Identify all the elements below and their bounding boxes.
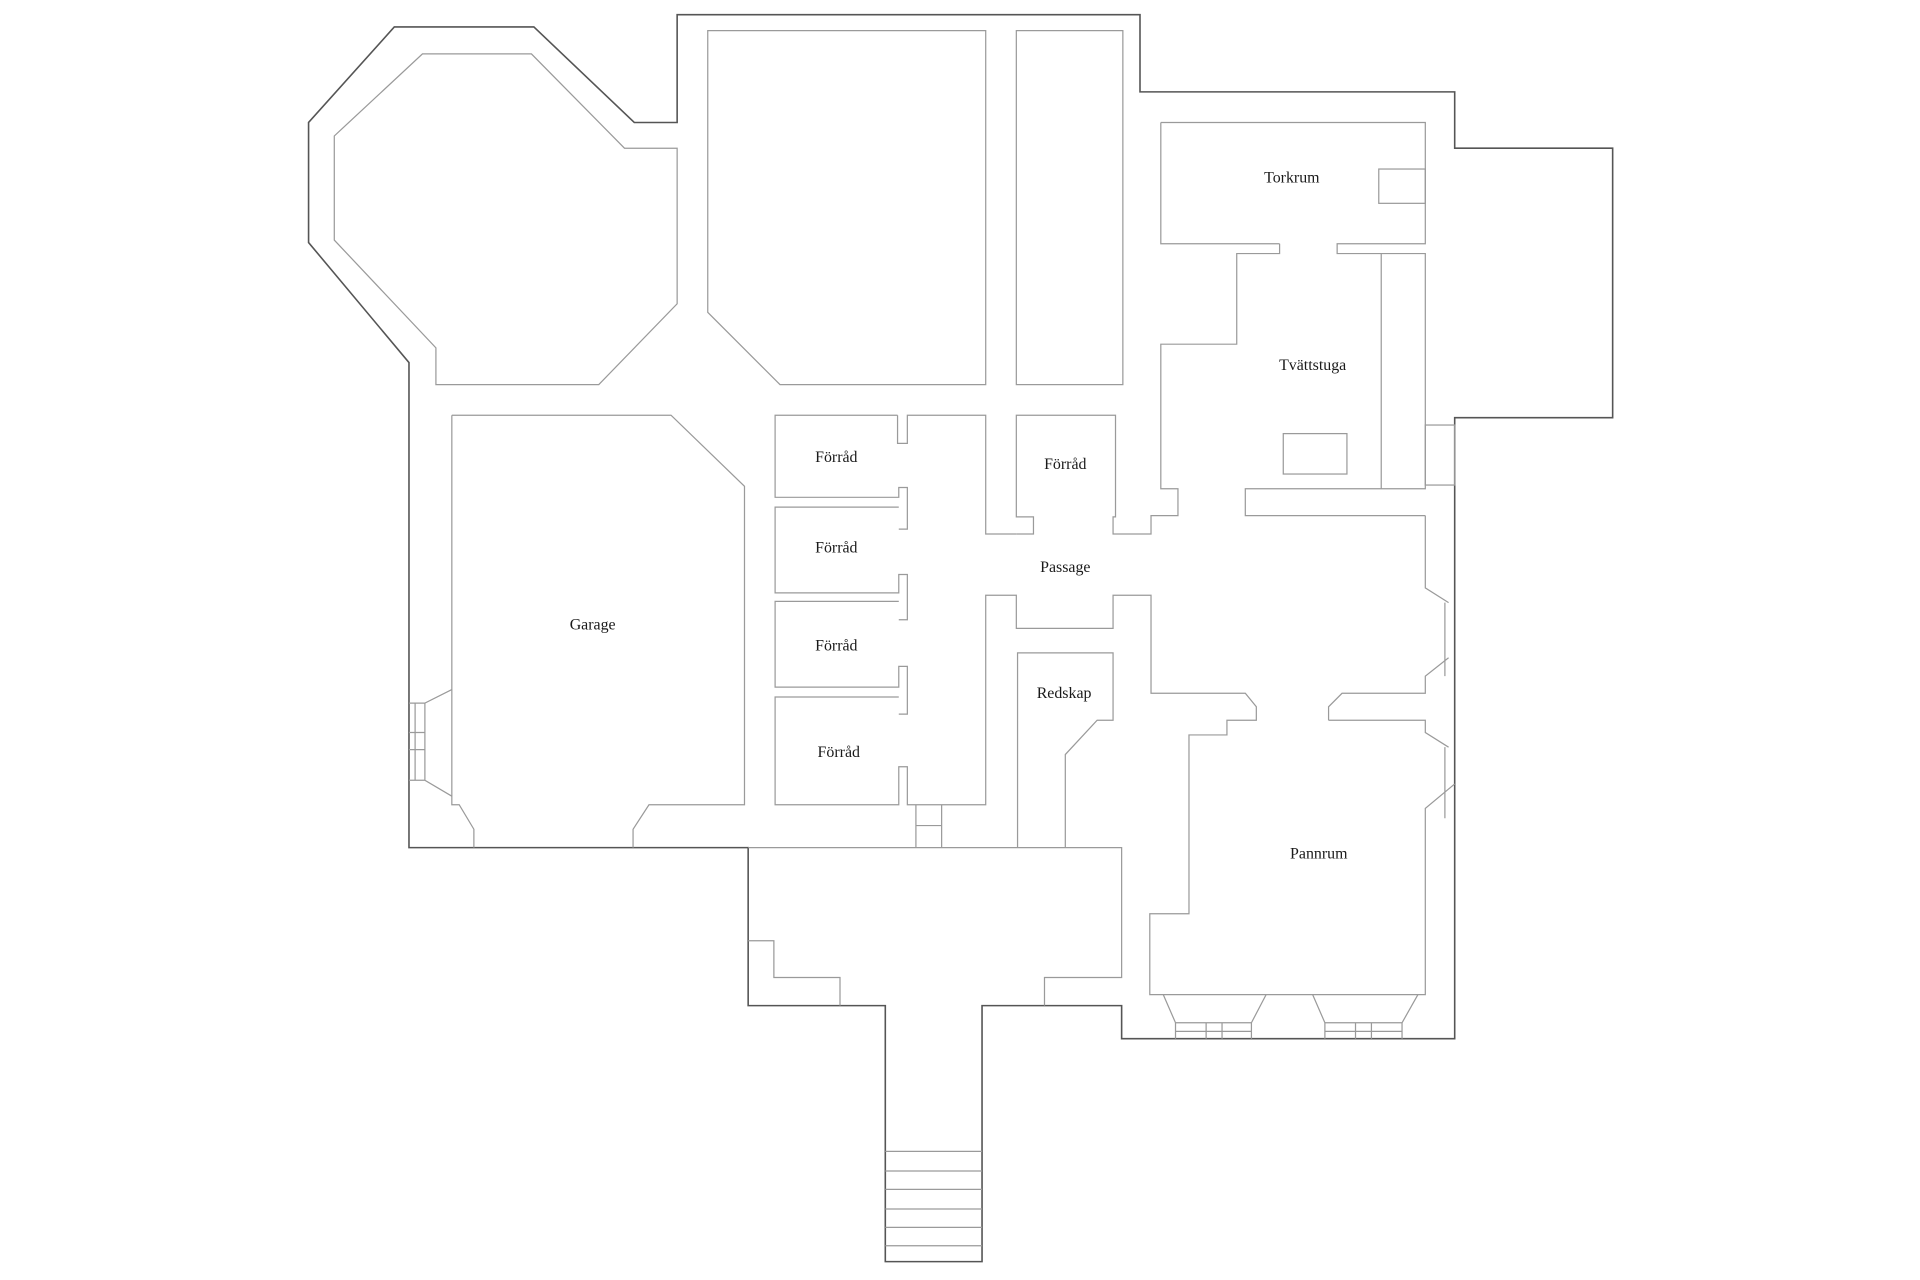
forrad-3-room [774,600,908,715]
window [1424,424,1456,486]
stair-small [915,804,943,848]
forrad-1-room [774,414,908,530]
tvattstuga-fixture [1282,432,1348,475]
room-label-torkrum: Torkrum [1264,169,1320,186]
room-label-forrad-5: Förråd [1044,456,1086,473]
room-label-pannrum: Pannrum [1290,846,1348,863]
top-room-narrow [1015,30,1124,386]
forrad-1-door [896,414,1017,535]
torkrum-fixture [1378,168,1426,204]
room-label-forrad-2: Förråd [815,539,857,556]
pannrum-window-2 [1312,994,1419,1039]
room-label-redskap: Redskap [1037,685,1092,702]
redskap-room [1016,652,1114,848]
room-label-forrad-4: Förråd [818,744,860,761]
forrad-4-room [774,594,1456,996]
room-label-forrad-3: Förråd [815,637,857,654]
top-room-large [707,30,987,386]
room-label-tvattstuga: Tvättstuga [1279,357,1346,374]
forrad-2-room [774,506,908,621]
pannrum-door [1327,515,1449,748]
garage-room [451,414,746,848]
entrance-hall [748,847,1123,1006]
pannrum-window-1 [1162,994,1267,1039]
outer-wall [307,13,1614,1263]
torkrum-wall [1160,122,1280,245]
room-label-garage: Garage [570,617,616,634]
octagon-room [333,53,678,386]
room-label-forrad-1: Förråd [815,449,857,466]
garage-window [408,689,453,797]
outdoor-stairs [885,1150,983,1247]
room-label-passage: Passage [1040,559,1090,576]
tvattstuga-wall [1015,243,1281,535]
